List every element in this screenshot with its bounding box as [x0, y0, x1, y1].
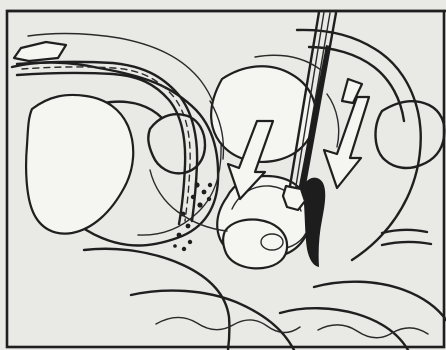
lower-pelvic-outline: [84, 249, 229, 350]
instrument-tip: [283, 186, 305, 210]
lower-pelvic-outline-2: [131, 291, 294, 350]
left-bone-outline: [26, 95, 133, 234]
right-bowel-outline: [376, 101, 445, 168]
right-small-tube: [382, 230, 427, 233]
lower-right-bowel: [314, 282, 446, 320]
lower-wave-line-2: [318, 325, 428, 338]
dark-tissue-patch: [303, 178, 325, 267]
lower-chamber-outline: [223, 219, 287, 268]
right-small-tube-2: [382, 242, 431, 245]
catheter-tip-shape: [14, 42, 66, 61]
contour-stroke-3: [327, 94, 339, 147]
lower-right-bowel-2: [280, 308, 408, 350]
guide-arrow-right: [324, 97, 369, 188]
